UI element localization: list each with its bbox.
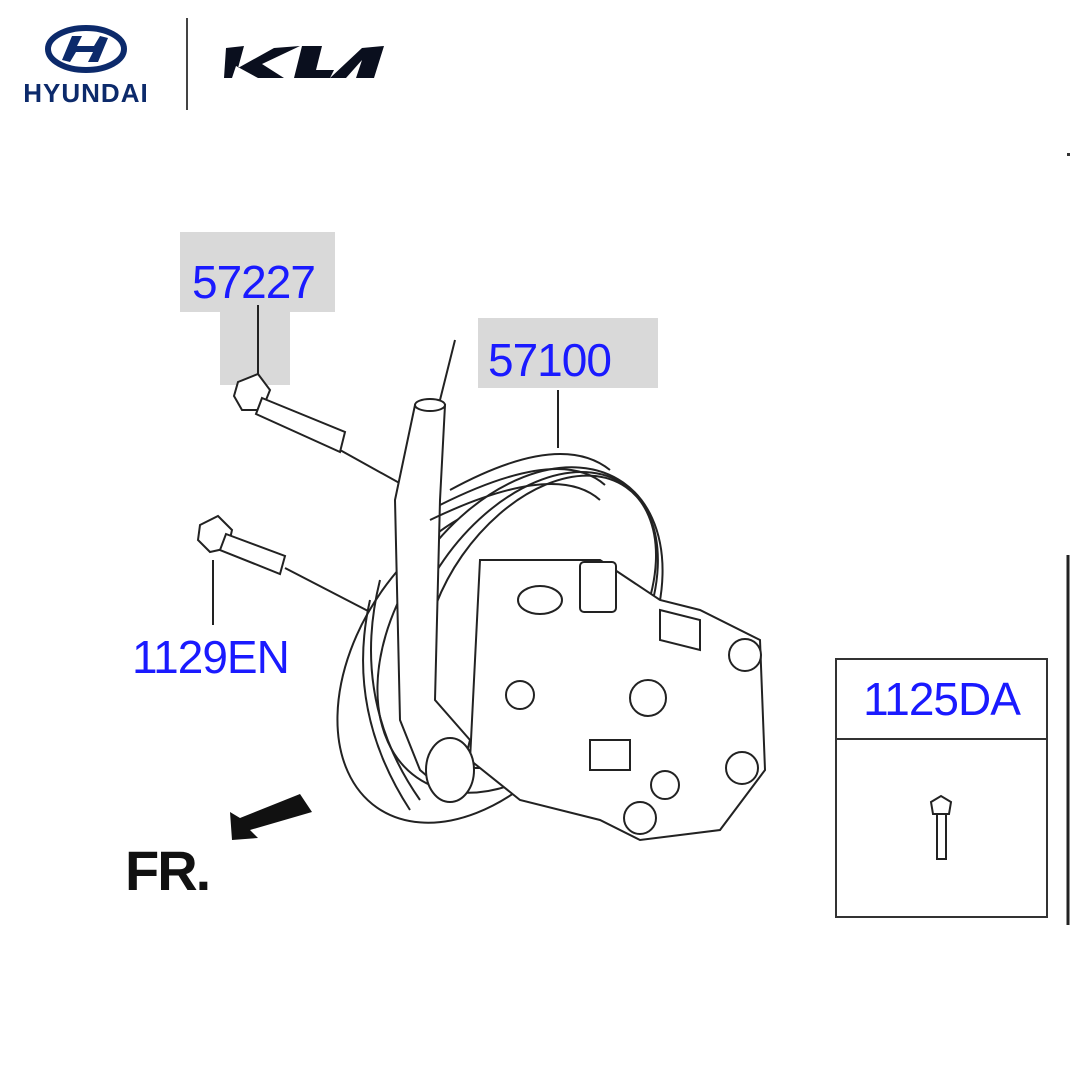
- part-label-1125DA[interactable]: 1125DA: [863, 673, 1021, 725]
- hyundai-logo: HYUNDAI: [14, 22, 159, 112]
- bolt-57227: [232, 372, 347, 454]
- bolt-1129EN: [196, 514, 287, 576]
- label-background: [220, 310, 290, 385]
- part-label-1129EN[interactable]: 1129EN: [132, 631, 290, 683]
- part-label-57227[interactable]: 57227: [192, 256, 316, 308]
- small-bolt-icon: [929, 794, 953, 860]
- svg-text:HYUNDAI: HYUNDAI: [23, 78, 148, 108]
- inset-header: 1125DA: [837, 660, 1046, 740]
- part-inset-1125DA: 1125DA: [835, 658, 1048, 918]
- front-direction-label: FR.: [125, 839, 211, 902]
- label-background: [180, 232, 335, 312]
- kia-logo: [222, 42, 387, 82]
- part-label-57100[interactable]: 57100: [488, 334, 612, 386]
- speck: [1067, 153, 1070, 156]
- logo-divider: [186, 18, 188, 110]
- label-background: [478, 318, 658, 388]
